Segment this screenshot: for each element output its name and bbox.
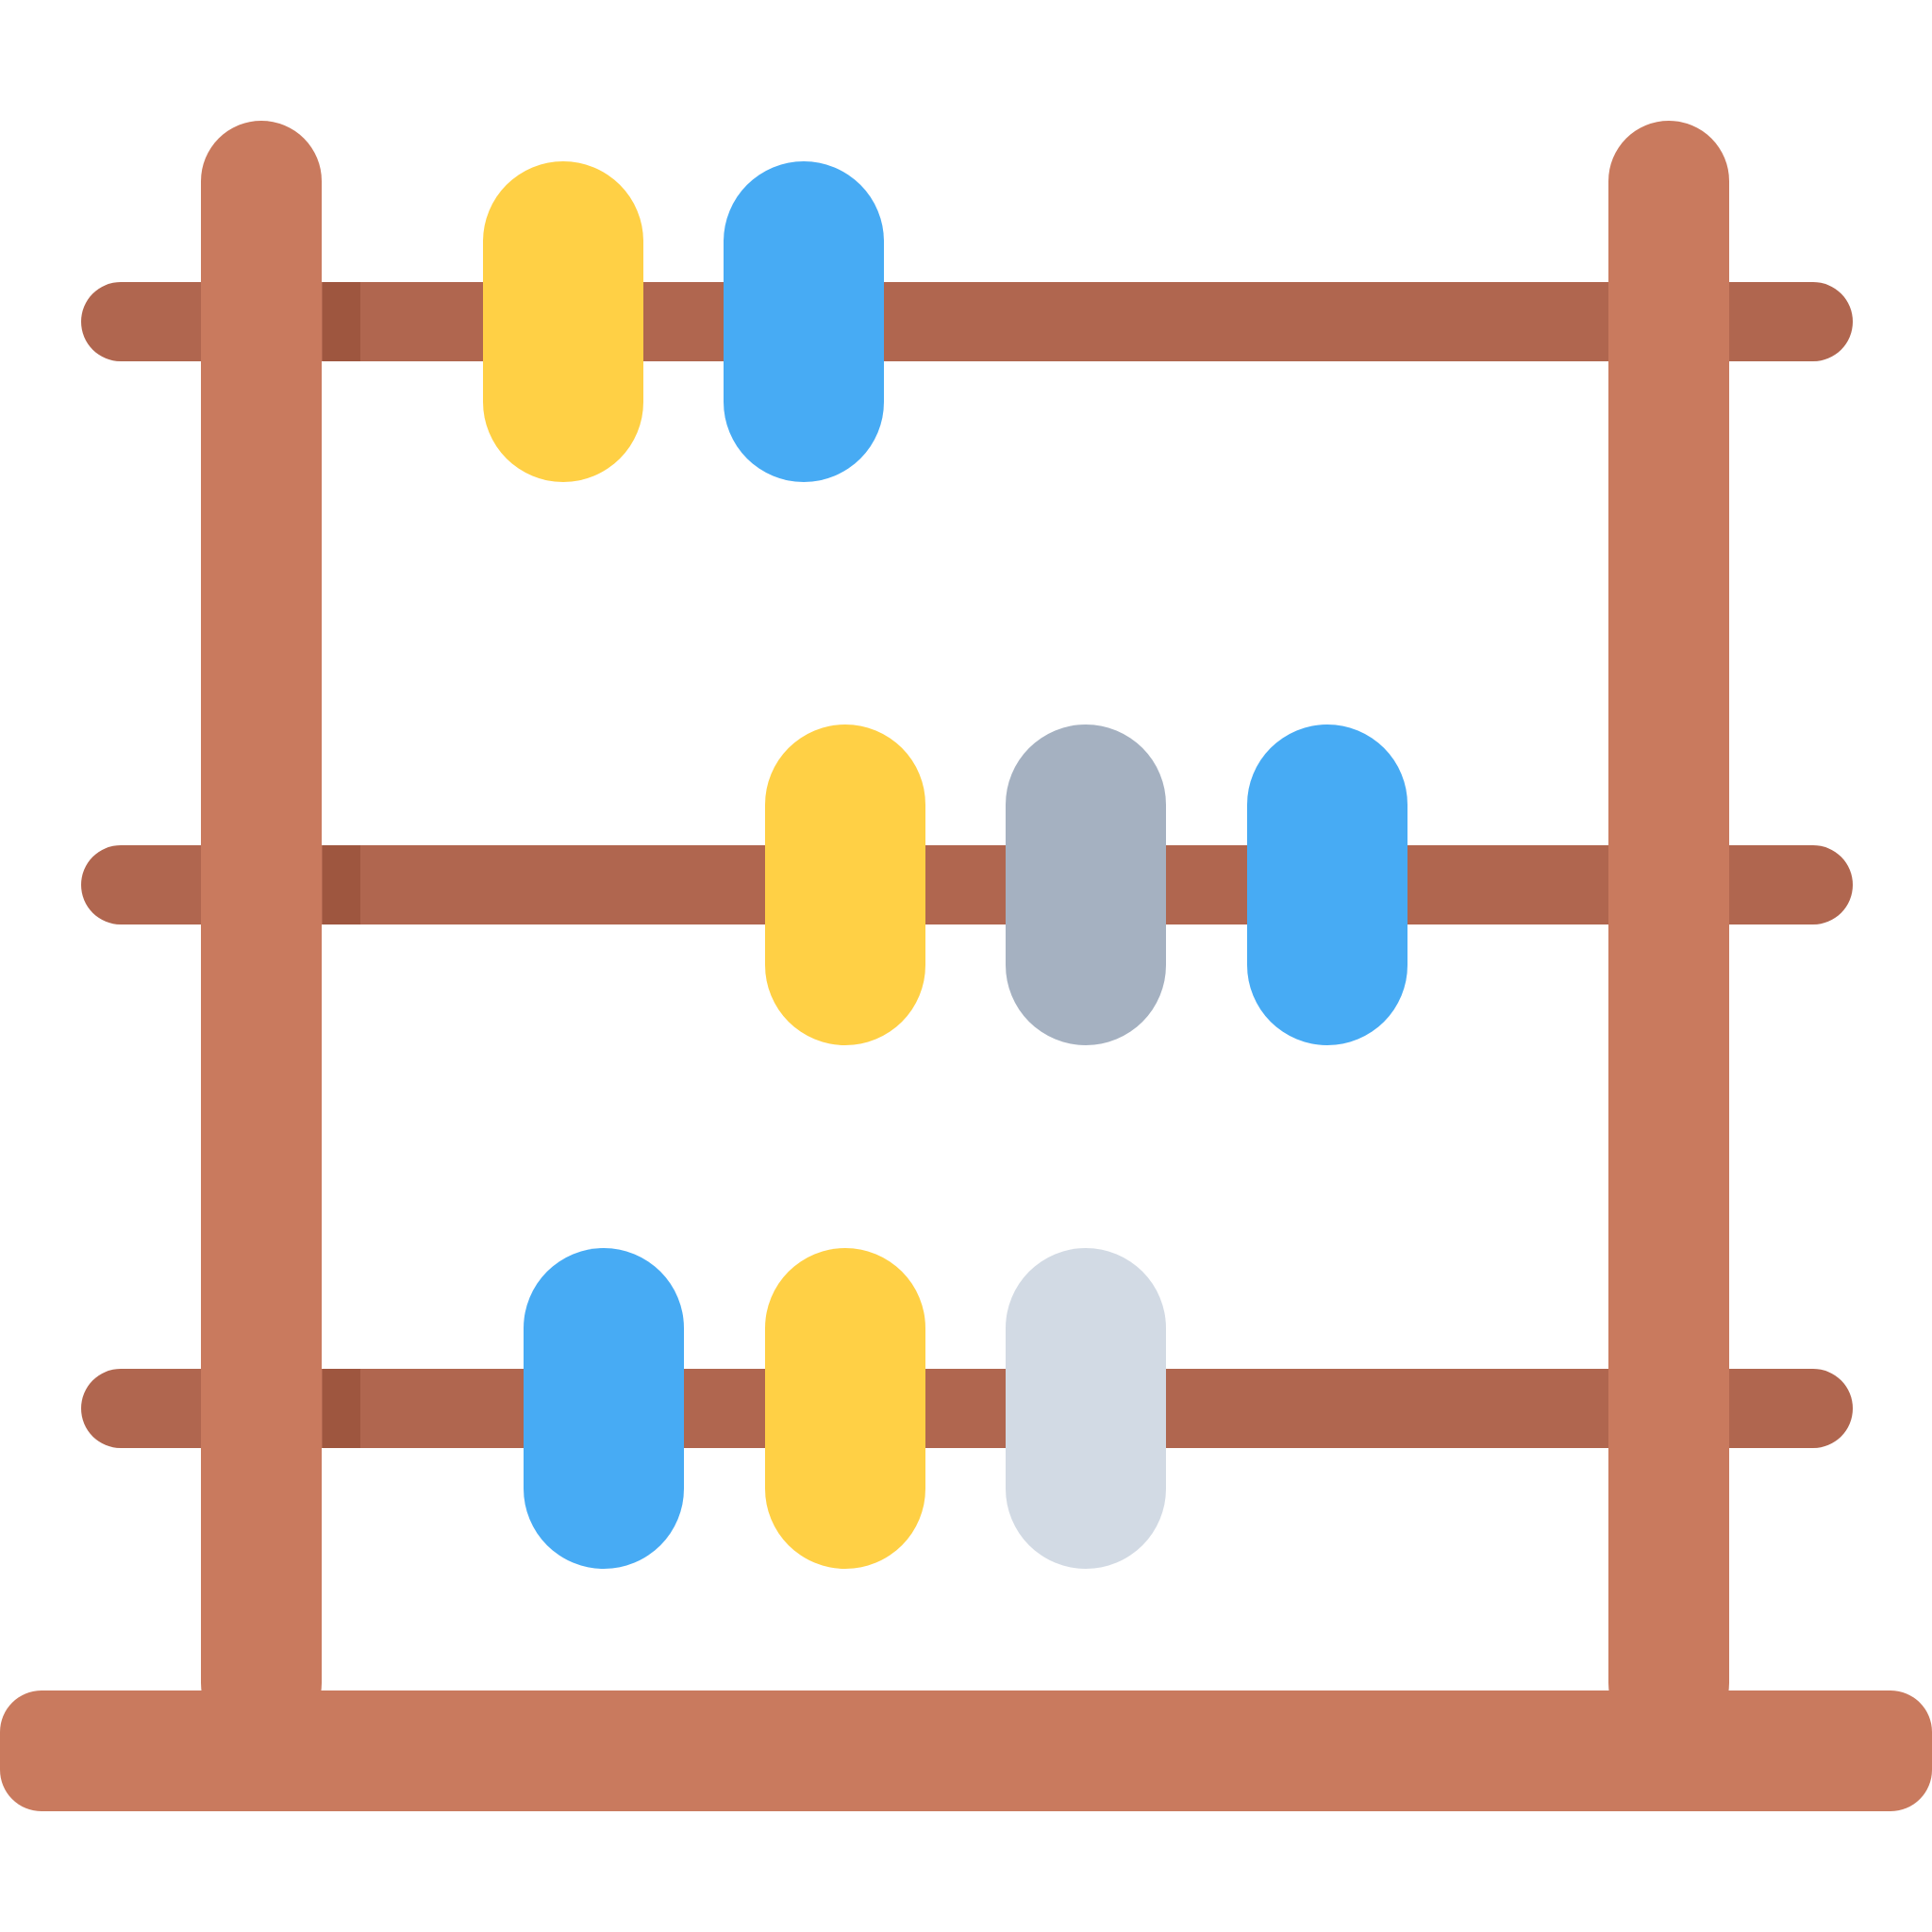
yellow-bead bbox=[765, 1248, 925, 1569]
rod-shadow bbox=[323, 1369, 360, 1448]
abacus-base bbox=[0, 1690, 1932, 1811]
yellow-bead bbox=[483, 161, 643, 482]
blue-bead bbox=[724, 161, 884, 482]
gray-bead bbox=[1006, 724, 1166, 1045]
abacus-beads bbox=[483, 161, 1407, 1569]
abacus-rod bbox=[81, 845, 1853, 924]
rod-shadow bbox=[323, 845, 360, 924]
abacus-rods bbox=[81, 282, 1853, 1448]
right-post bbox=[1608, 121, 1729, 1743]
light-gray-bead bbox=[1006, 1248, 1166, 1569]
blue-bead bbox=[1247, 724, 1407, 1045]
rod-shadow bbox=[323, 282, 360, 361]
yellow-bead bbox=[765, 724, 925, 1045]
blue-bead bbox=[524, 1248, 684, 1569]
left-post bbox=[201, 121, 322, 1743]
abacus-frame bbox=[0, 121, 1932, 1811]
